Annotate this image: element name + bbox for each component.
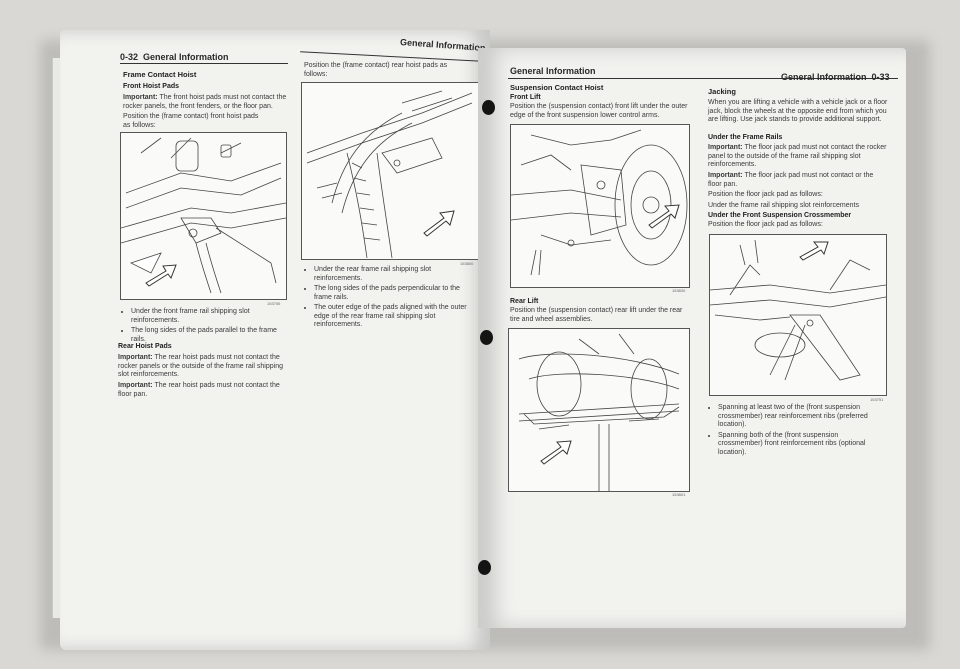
important-note: Important: The rear hoist pads must not … (118, 354, 283, 378)
page-number-left: 0-32 General Information (120, 52, 229, 62)
figure-rear-hoist-pads (301, 82, 479, 260)
important-note: Important: The front hoist pads must not… (123, 94, 287, 110)
figure-rear-lift (508, 328, 690, 492)
section-header: General Information (510, 66, 596, 76)
list-item: Under the rear frame rail shipping slot … (314, 266, 476, 283)
figure-number: 153751 (870, 397, 884, 402)
body-text: Position the floor jack pad as follows: (708, 221, 823, 228)
important-note: Important: The rear hoist pads must not … (118, 382, 280, 398)
subheading: Front Lift (510, 94, 541, 101)
body-text: Position the (suspension contact) rear l… (510, 307, 683, 323)
subheading: Under the Frame Rails (708, 134, 783, 141)
list-item: The outer edge of the pads aligned with … (314, 304, 476, 330)
figure-front-crossmember (709, 234, 887, 396)
header-rule (508, 78, 898, 79)
subheading: Rear Hoist Pads (118, 343, 172, 350)
bullet-list: Under the front frame rail shipping slot… (123, 308, 283, 346)
bullet-list: Under the rear frame rail shipping slot … (306, 266, 476, 332)
subheading: Under the Front Suspension Crossmember (708, 212, 852, 219)
subheading: Rear Lift (510, 298, 539, 305)
header-rule (300, 51, 482, 62)
right-page: General Information General Information … (478, 48, 906, 628)
subheading: Front Hoist Pads (123, 83, 180, 90)
list-item: Spanning both of the (front suspension c… (718, 432, 880, 458)
section-heading: Frame Contact Hoist (123, 70, 197, 79)
figure-front-hoist-pads (120, 132, 287, 300)
header-rule (120, 63, 288, 64)
section-heading: Jacking (708, 87, 736, 96)
body-text: Position the (frame contact) front hoist… (123, 113, 259, 129)
list-item: The long sides of the pads parallel to t… (131, 327, 283, 344)
important-note: Important: The floor jack pad must not c… (708, 172, 874, 188)
body-text: Position the (frame contact) rear hoist … (304, 62, 448, 78)
body-text: Position the floor jack pad as follows: (708, 191, 823, 198)
binder-hole (482, 100, 495, 115)
bullet-list: Spanning at least two of the (front susp… (710, 404, 880, 459)
figure-front-lift (510, 124, 690, 288)
list-item: The long sides of the pads perpendicular… (314, 285, 476, 302)
important-note: Important: The floor jack pad must not c… (708, 144, 887, 168)
body-text: Position the (suspension contact) front … (510, 103, 688, 119)
binder-hole (478, 560, 491, 575)
body-text: When you are lifting a vehicle with a ve… (708, 99, 888, 123)
body-text: Under the frame rail shipping slot reinf… (708, 202, 859, 209)
figure-number: 153830 (672, 288, 686, 293)
left-page: 0-32 General Information General Informa… (60, 30, 490, 650)
section-heading: Suspension Contact Hoist (510, 83, 604, 92)
running-title: General Information (399, 37, 486, 53)
figure-number: 153755 (267, 301, 281, 306)
list-item: Under the front frame rail shipping slot… (131, 308, 283, 325)
figure-number: 153800 (460, 261, 474, 266)
list-item: Spanning at least two of the (front susp… (718, 404, 880, 430)
figure-number: 153801 (672, 492, 686, 497)
page-number-right: General Information 0-33 (781, 72, 890, 82)
binder-hole (480, 330, 493, 345)
